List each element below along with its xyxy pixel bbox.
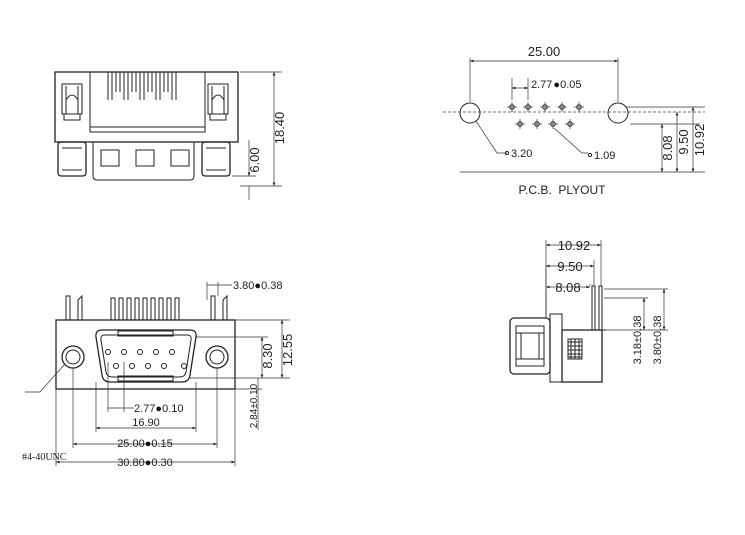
front-view-mount-left bbox=[61, 345, 85, 369]
front-thread-note: #4-40UNC bbox=[22, 452, 67, 463]
top-view: 18.40 6.00 bbox=[54, 71, 287, 200]
front-view-contacts bbox=[105, 349, 187, 369]
front-height-8-30: 8.30 bbox=[260, 343, 275, 368]
front-pin-pitch-tol: 0.10 bbox=[162, 403, 183, 415]
top-view-pins bbox=[107, 72, 177, 100]
front-pin-offset: 3.80 bbox=[233, 280, 254, 292]
front-flange-height: 2.84±0.10 bbox=[249, 383, 260, 428]
front-pin-pitch: 2.77 bbox=[134, 403, 155, 415]
side-dim-8-08: 8.08 bbox=[555, 280, 580, 295]
side-view-body bbox=[561, 329, 603, 383]
pcb-mount-hole-right bbox=[607, 102, 629, 124]
pcb-dim-8-08: 8.08 bbox=[660, 135, 675, 160]
pcb-pin-pitch-tol: 0.05 bbox=[560, 79, 581, 91]
front-mount-width-label: 25.00●0.15 bbox=[117, 438, 173, 450]
left-boardlock bbox=[61, 83, 83, 121]
front-mount-width-tol: 0.15 bbox=[151, 438, 172, 450]
pcb-pin-pitch: 2.77 bbox=[531, 79, 552, 91]
pcb-width-total: 25.00 bbox=[528, 44, 561, 59]
front-view-flange bbox=[55, 319, 236, 390]
pcb-mount-hole-left bbox=[459, 102, 481, 124]
pcb-pin-holes bbox=[507, 102, 584, 129]
front-height-12-55: 12.55 bbox=[280, 334, 295, 367]
front-total-width: 30.80 bbox=[117, 457, 145, 469]
pcb-dim-10-92: 10.92 bbox=[692, 124, 707, 157]
side-pin-height-a: 3.18±0.38 bbox=[632, 316, 644, 365]
front-pin-pitch-label: 2.77●0.10 bbox=[134, 403, 184, 415]
front-pin-offset-label: 3.80●0.38 bbox=[233, 280, 283, 292]
front-total-width-label: 30.80●0.30 bbox=[117, 457, 173, 469]
front-view-pins bbox=[65, 294, 228, 321]
front-view-mount-right bbox=[205, 345, 229, 369]
right-boardlock bbox=[207, 83, 229, 121]
side-dim-10-92: 10.92 bbox=[558, 238, 591, 253]
side-pin-height-b: 3.80±0.38 bbox=[652, 316, 664, 365]
side-view-pin-a bbox=[591, 285, 596, 331]
side-dim-9-50: 9.50 bbox=[557, 259, 582, 274]
side-view-pin-b bbox=[598, 285, 603, 331]
pcb-mount-hole-dia: 3.20 bbox=[511, 148, 532, 160]
front-mount-width: 25.00 bbox=[117, 438, 145, 450]
pcb-pin-pitch-label: 2.77●0.05 bbox=[531, 79, 582, 91]
side-view-boardlock bbox=[567, 338, 583, 360]
pcb-caption: P.C.B. PLYOUT bbox=[519, 183, 607, 197]
front-view-dsub-shell bbox=[95, 329, 197, 383]
front-shell-width: 16.90 bbox=[132, 417, 160, 429]
pcb-layout: 25.00 2.77●0.05 3.20 1.09 8.08 9.50 10.9… bbox=[443, 44, 707, 197]
pcb-dim-9-50: 9.50 bbox=[676, 129, 691, 154]
top-view-height-lower: 6.00 bbox=[247, 147, 262, 172]
top-view-height-total: 18.40 bbox=[272, 112, 287, 145]
top-view-lower-shell bbox=[57, 141, 231, 181]
front-pin-offset-tol: 0.38 bbox=[261, 280, 282, 292]
pcb-pin-hole-dia: 1.09 bbox=[594, 150, 615, 162]
front-view: 3.80●0.38 8.30 12.55 2.84±0.10 2.77●0.10… bbox=[22, 280, 295, 469]
front-total-width-tol: 0.30 bbox=[151, 457, 172, 469]
side-view: 10.92 9.50 8.08 3.18±0.38 3.80±0.38 bbox=[509, 238, 668, 383]
